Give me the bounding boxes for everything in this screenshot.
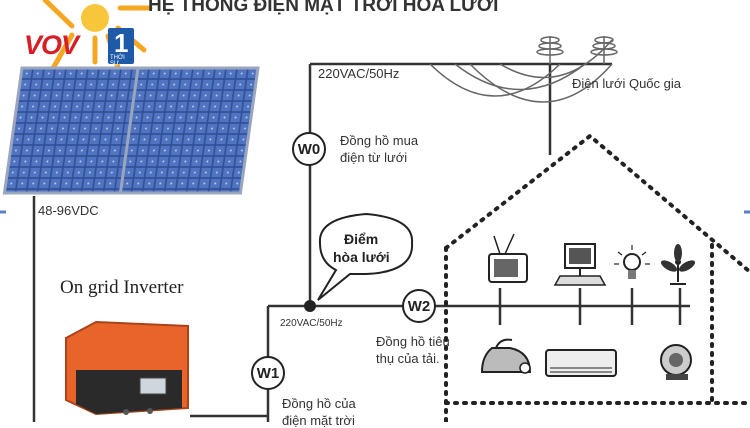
ac-top-label: 220VAC/50Hz — [318, 66, 400, 81]
ac-mid-label: 220VAC/50Hz — [280, 318, 343, 329]
house-outline — [444, 133, 750, 422]
inverter-label: On grid Inverter — [60, 277, 184, 298]
meter-w0: W0 — [292, 132, 326, 166]
inverter-icon — [65, 320, 189, 416]
motor-icon — [660, 344, 692, 380]
w1-desc-line2: điện mặt trời — [282, 413, 355, 428]
w0-desc-line2: điện từ lưới — [340, 150, 408, 165]
lamp-icon — [614, 245, 650, 279]
logo-channel-number: 1 — [114, 28, 129, 58]
solar-panel-left — [2, 66, 144, 195]
logo-channel-box: 1 THỜI SỰ — [108, 28, 134, 67]
logo-vov-text: VOV — [24, 30, 79, 60]
meter-w1: W1 — [251, 356, 285, 390]
tv-icon — [488, 233, 528, 283]
junction-label-line1: Điểm — [344, 231, 379, 247]
junction-dot — [304, 300, 316, 312]
w2-desc-line2: thụ của tải. — [376, 351, 440, 366]
wiring — [32, 62, 690, 422]
vov-logo: VOV 1 THỜI SỰ — [24, 28, 136, 67]
logo-channel-sub: THỜI SỰ — [110, 55, 125, 67]
solar-panel-right — [118, 66, 260, 195]
junction-bubble — [317, 212, 414, 301]
meter-w2: W2 — [402, 289, 436, 323]
iron-icon — [480, 338, 532, 374]
air-conditioner-icon — [545, 349, 617, 377]
grid-label: Điện lưới Quốc gia — [572, 76, 681, 91]
w1-desc-line1: Đồng hồ của — [282, 396, 356, 411]
junction-label-line2: hòa lưới — [333, 249, 390, 265]
power-line-icon — [429, 36, 618, 103]
diagram-title: HỆ THỐNG ĐIỆN MẶT TRỜI HÒA LƯỚI — [148, 0, 499, 16]
w0-desc-line1: Đồng hồ mua — [340, 133, 419, 148]
computer-icon — [553, 243, 607, 286]
dc-voltage-label: 48-96VDC — [38, 203, 99, 218]
w2-desc-line1: Đồng hồ tiêu — [376, 334, 450, 349]
fan-icon — [660, 244, 696, 285]
